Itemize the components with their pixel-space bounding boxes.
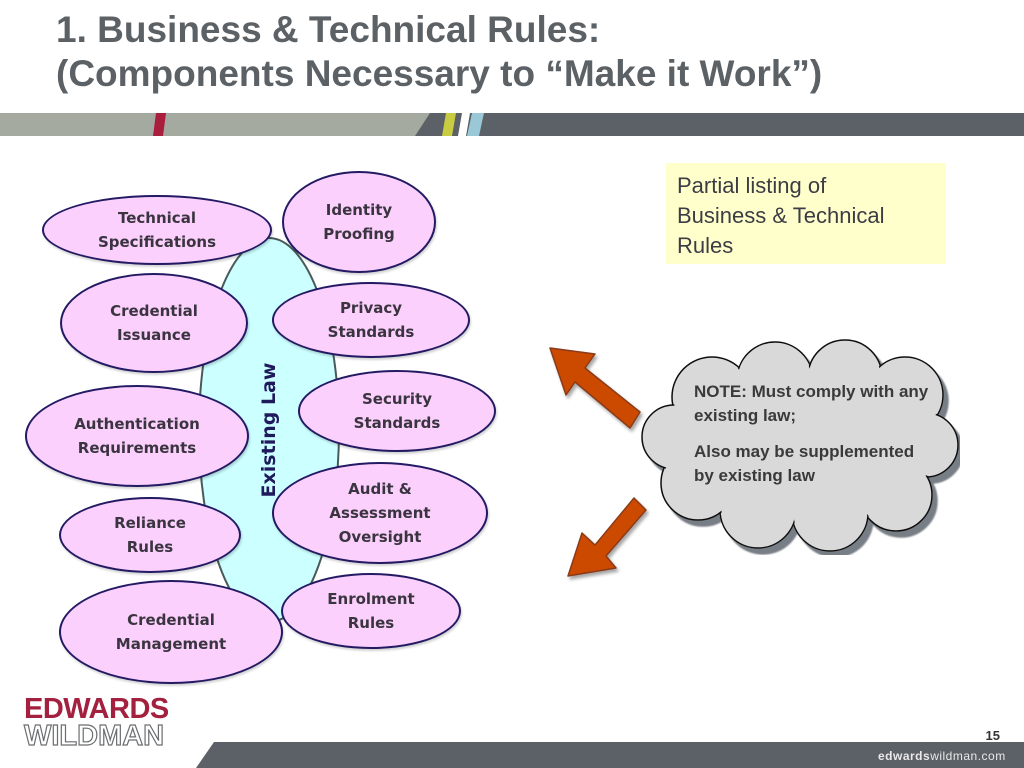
oval-label-line: Enrolment: [327, 590, 415, 608]
partial-listing-callout: Partial listing of Business & Technical …: [666, 163, 946, 264]
oval-label-line: Technical: [118, 209, 196, 227]
oval-credential-issuance: Credential Issuance: [60, 273, 248, 373]
oval-label-line: Oversight: [338, 528, 422, 546]
arrow-up-left-icon: [549, 347, 641, 429]
oval-label-line: Identity: [325, 201, 393, 219]
oval-security-standards: Security Standards: [298, 370, 496, 452]
oval-label-line: Reliance: [114, 514, 186, 532]
oval-label-line: Standards: [327, 323, 415, 341]
oval-label-line: Credential: [110, 302, 198, 320]
oval-credential-management: Credential Management: [59, 580, 283, 684]
title-divider-band: [0, 113, 1024, 136]
arrow-down-left-icon: [567, 497, 647, 577]
callout-line: Rules: [677, 233, 734, 258]
oval-label-line: Authentication: [74, 415, 200, 433]
slide-title: 1. Business & Technical Rules: (Componen…: [56, 8, 822, 96]
callout-line: Business & Technical: [677, 203, 885, 228]
logo-top-text: EDWARDS: [24, 693, 169, 725]
title-line-2: (Components Necessary to “Make it Work”): [56, 53, 823, 94]
oval-label-line: Requirements: [77, 439, 197, 457]
oval-audit-assessment-oversight: Audit & Assessment Oversight: [272, 462, 488, 564]
callout-line: Partial listing of: [677, 173, 827, 198]
note-cloud: [641, 339, 959, 552]
footer-url: edwardswildman.com: [878, 749, 1006, 763]
title-line-1: 1. Business & Technical Rules:: [56, 9, 601, 50]
cloud-note-line-2: Also may be supplemented by existing law: [694, 442, 915, 485]
footer-url-bold: edwards: [878, 749, 931, 763]
oval-label-line: Rules: [126, 538, 174, 556]
oval-label-line: Management: [115, 635, 227, 653]
oval-authentication-requirements: Authentication Requirements: [25, 385, 249, 487]
oval-label-line: Proofing: [323, 225, 395, 243]
oval-privacy-standards: Privacy Standards: [272, 282, 470, 358]
cloud-note-text: NOTE: Must comply with any existing law;…: [694, 380, 934, 500]
edwards-wildman-logo: EDWARDS WILDMAN: [23, 693, 169, 752]
oval-identity-proofing: Identity Proofing: [282, 171, 436, 273]
oval-label-line: Security: [361, 390, 433, 408]
oval-label-line: Privacy: [339, 299, 403, 317]
cloud-note-line-1: NOTE: Must comply with any existing law;: [694, 382, 929, 425]
oval-label-line: Assessment: [329, 504, 431, 522]
oval-enrolment-rules: Enrolment Rules: [281, 573, 461, 649]
oval-reliance-rules: Reliance Rules: [59, 497, 241, 573]
oval-label-line: Issuance: [117, 326, 191, 344]
oval-label-line: Rules: [347, 614, 395, 632]
footer-band: [196, 742, 1024, 768]
arrows-group: [549, 347, 647, 577]
oval-label-line: Credential: [127, 611, 215, 629]
oval-label-line: Specifications: [97, 233, 217, 251]
existing-law-label: Existing Law: [258, 362, 280, 498]
oval-label-line: Standards: [353, 414, 441, 432]
logo-bottom-text: WILDMAN: [23, 720, 165, 752]
footer-url-rest: wildman.com: [930, 749, 1006, 763]
page-number: 15: [985, 728, 1000, 743]
oval-label-line: Audit &: [348, 480, 412, 498]
oval-technical-specifications: Technical Specifications: [42, 195, 272, 265]
